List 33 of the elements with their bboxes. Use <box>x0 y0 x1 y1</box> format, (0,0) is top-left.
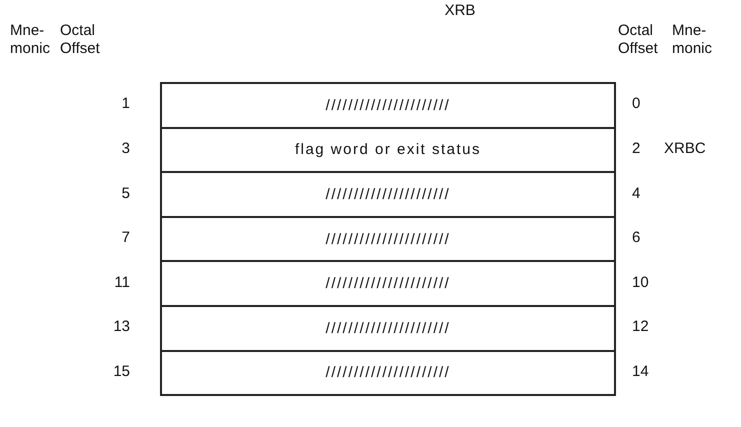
memory-word-row <box>160 305 616 352</box>
offset-number: 13 <box>112 318 130 336</box>
offset-number: 1 <box>120 95 130 114</box>
diagram-title: XRB <box>444 2 476 19</box>
memory-word-row <box>160 350 616 396</box>
offset-number: 7 <box>120 229 130 248</box>
offset-number: 14 <box>632 362 650 381</box>
offset-number: 3 <box>120 140 130 158</box>
column-header: Octal Offset <box>60 22 101 58</box>
offset-number: 11 <box>113 274 130 292</box>
memory-word-row <box>160 126 616 174</box>
column-header: Mne- monic <box>672 22 714 58</box>
field-text: ////////////////////// <box>326 320 450 337</box>
field-text: ////////////////////// <box>326 275 450 292</box>
memory-word-row <box>160 171 616 218</box>
memory-word-row <box>160 216 616 262</box>
field-text: ////////////////////// <box>326 96 450 114</box>
field-text: flag word or exit status <box>294 141 482 158</box>
column-header: Mne- monic <box>10 22 52 58</box>
field-text: ////////////////////// <box>326 186 450 203</box>
field-text: ////////////////////// <box>326 230 450 248</box>
column-header: Octal Offset <box>618 22 659 58</box>
offset-number: 6 <box>632 229 642 248</box>
memory-word-row <box>160 82 616 129</box>
field-text: ////////////////////// <box>326 364 450 382</box>
offset-number: 0 <box>632 95 642 114</box>
memory-word-row <box>160 260 616 307</box>
offset-number: 15 <box>112 362 130 381</box>
mnemonic-text: XRBC <box>664 140 707 158</box>
offset-number: 10 <box>632 274 650 292</box>
offset-number: 5 <box>120 184 130 202</box>
offset-number: 4 <box>632 184 642 202</box>
offset-number: 12 <box>632 318 650 336</box>
